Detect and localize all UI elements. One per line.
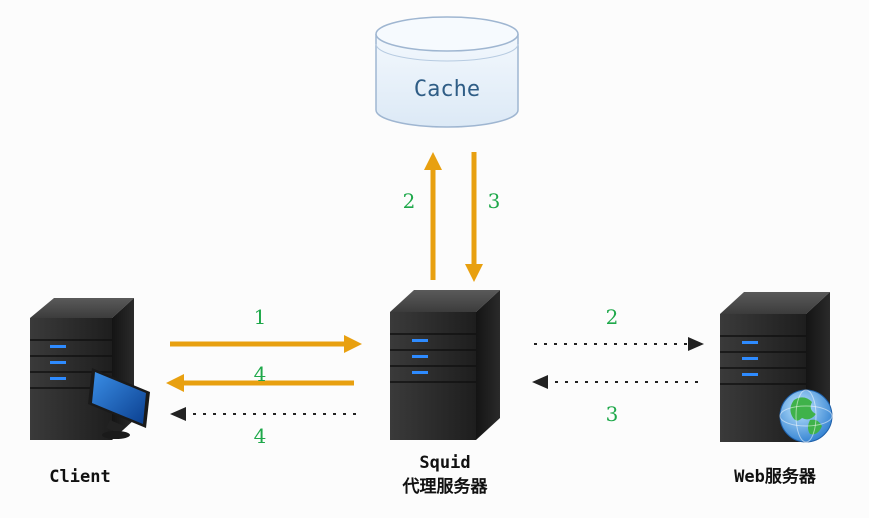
step-cache-to-proxy: 3 (487, 189, 501, 213)
client-server-icon (30, 298, 134, 440)
arrow-proxy-to-client (166, 374, 354, 392)
globe-icon (779, 389, 833, 443)
dotted-arrow-proxy-to-client (170, 407, 356, 421)
step-web-to-proxy: 3 (605, 402, 619, 426)
step-proxy-to-client-dotted: 4 (253, 424, 267, 448)
monitor-icon (88, 368, 150, 439)
step-proxy-to-cache: 2 (402, 189, 416, 213)
proxy-label-line1: Squid (419, 453, 471, 473)
cache-label: Cache (413, 77, 481, 102)
client-label: Client (49, 467, 111, 487)
arrow-proxy-to-cache (424, 152, 442, 280)
proxy-server-icon (390, 290, 500, 440)
proxy-label-line2: 代理服务器 (402, 477, 488, 497)
step-proxy-to-web: 2 (605, 305, 619, 329)
arrow-cache-to-proxy (465, 152, 483, 282)
step-client-to-proxy: 1 (253, 305, 267, 329)
cache-database-icon (375, 16, 519, 128)
step-proxy-to-client-solid: 4 (253, 362, 267, 386)
dotted-arrow-proxy-to-web (534, 337, 704, 351)
web-label: Web服务器 (734, 467, 816, 487)
arrow-client-to-proxy (170, 335, 362, 353)
dotted-arrow-web-to-proxy (532, 375, 698, 389)
web-server-icon (720, 292, 830, 442)
